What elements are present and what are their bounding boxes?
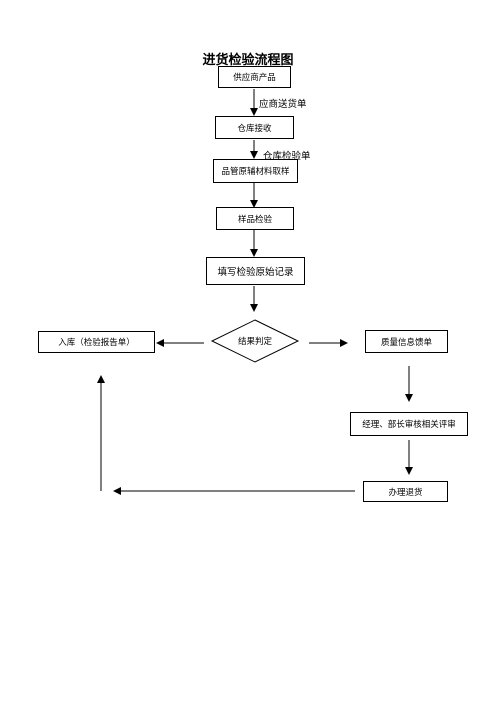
- node-quality-feedback: 质量信息馈单: [365, 330, 448, 353]
- node-return-goods: 办理退货: [363, 481, 448, 502]
- node-judgement: 结果判定: [237, 337, 272, 347]
- node-fill-record: 填写检验原始记录: [206, 257, 305, 285]
- judgement-diamond: [210, 319, 300, 363]
- node-qc-sampling: 品管原辅材料取样: [213, 159, 298, 183]
- diagram-title: 进货检验流程图: [202, 53, 294, 68]
- node-storage: 入库（检验报告单）: [38, 331, 155, 353]
- node-manager-review: 经理、部长审核相关评审: [350, 412, 468, 436]
- edge-label-delivery-note: 应商送货单: [259, 99, 307, 110]
- node-supplier: 供应商产品: [218, 66, 291, 88]
- node-sample-inspection: 样品检验: [216, 207, 294, 230]
- node-warehouse-receive: 仓库接收: [215, 116, 294, 139]
- edge-label-warehouse-inspection-note: 仓库检验单: [263, 151, 311, 162]
